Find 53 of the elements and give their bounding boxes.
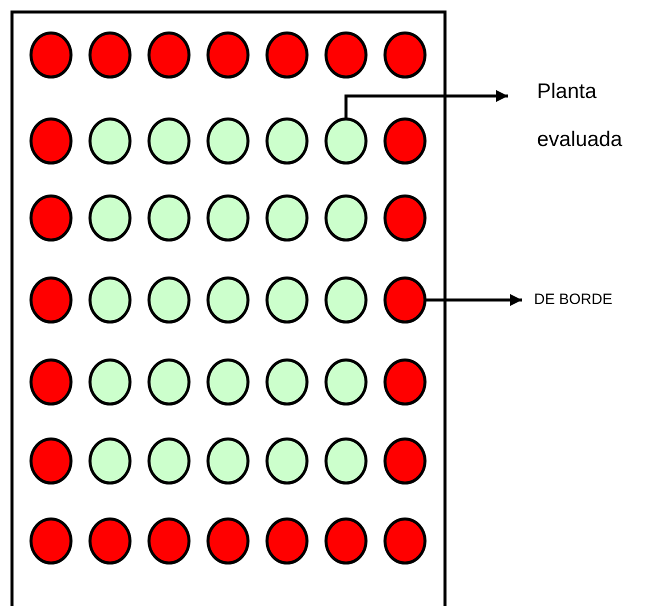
border-plant-circle (206, 32, 250, 78)
plant-label: Planta evaluada (508, 68, 665, 164)
plant-circle (324, 194, 368, 242)
border-plant-circle (30, 32, 72, 78)
border-plant-circle (266, 518, 308, 564)
plant-circle (88, 194, 132, 242)
plant-circle (148, 358, 190, 406)
plant-label: DE BORDE (522, 290, 662, 310)
plant-circle (266, 438, 308, 484)
plant-circle (206, 118, 250, 164)
plant-circle (266, 118, 308, 164)
border-plant-circle (324, 32, 368, 78)
border-plant-circle (30, 276, 72, 324)
plant-circle (148, 276, 190, 324)
border-plant-circle (88, 518, 132, 564)
border-plant-circle (324, 518, 368, 564)
border-plant-circle (206, 518, 250, 564)
border-plant-circle (148, 518, 190, 564)
plant-circle (148, 118, 190, 164)
arrow (426, 294, 522, 306)
plant-circle (88, 358, 132, 406)
plant-circle (88, 276, 132, 324)
border-plant-circle (384, 118, 426, 164)
plant-circle (206, 276, 250, 324)
border-plant-circle (266, 32, 308, 78)
plant-circle (206, 438, 250, 484)
border-plant-circle (384, 194, 426, 242)
plant-circle (88, 118, 132, 164)
plant-circle (324, 118, 368, 164)
border-plant-circle (148, 32, 190, 78)
plant-circle (266, 194, 308, 242)
border-plant-circle (30, 438, 72, 484)
plant-circle (266, 276, 308, 324)
plant-circle (206, 358, 250, 406)
border-plant-circle (88, 32, 132, 78)
border-plant-circle (30, 194, 72, 242)
border-plant-circle (384, 438, 426, 484)
border-plant-circle (384, 276, 426, 324)
border-plant-circle (30, 118, 72, 164)
arrow (344, 90, 508, 118)
border-plant-circle (30, 518, 72, 564)
plant-circle (88, 438, 132, 484)
plant-circle (324, 276, 368, 324)
plant-circle (266, 358, 308, 406)
plant-circle (148, 194, 190, 242)
border-plant-circle (384, 518, 426, 564)
border-plant-circle (30, 358, 72, 406)
plant-circle (324, 438, 368, 484)
plant-circle (206, 194, 250, 242)
border-plant-circle (384, 358, 426, 406)
border-plant-circle (384, 32, 426, 78)
plant-circle (324, 358, 368, 406)
plant-circle (148, 438, 190, 484)
